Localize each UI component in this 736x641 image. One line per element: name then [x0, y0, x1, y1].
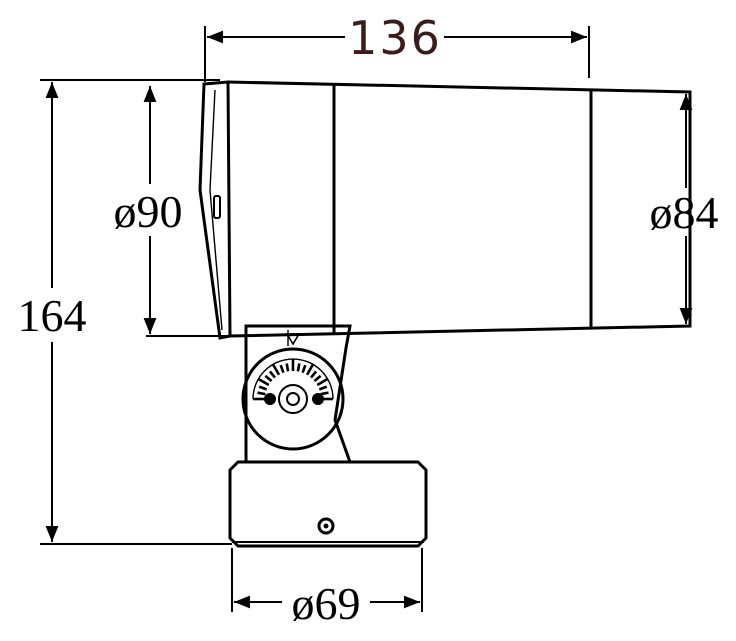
bezel-clip [213, 195, 221, 219]
base-screw [317, 517, 335, 535]
dimension-label-base: ø69 [292, 578, 361, 629]
base-screw-center [323, 523, 329, 529]
scale-tick [296, 363, 301, 372]
scale-tick [264, 374, 273, 383]
scale-tick [301, 364, 307, 374]
scale-tick [271, 363, 281, 376]
body-outline [227, 80, 692, 338]
pivot-bolt [286, 392, 300, 406]
scale-stop-left [264, 393, 276, 405]
base [228, 460, 428, 548]
scale-stop-right [312, 393, 324, 405]
scale-tick [279, 364, 285, 374]
lamp-head [198, 80, 692, 340]
scale-tick [257, 377, 270, 387]
pivot-nut [278, 384, 308, 414]
angle-scale [252, 358, 334, 401]
bracket-outline [244, 324, 352, 463]
dimension-overall-height: 164 [18, 79, 232, 545]
scale-tick [313, 374, 322, 383]
dimension-top-width: 136 [204, 11, 590, 82]
scale-tick [305, 363, 315, 376]
dimension-label-front: ø90 [114, 186, 183, 237]
front-bezel [198, 80, 232, 340]
dimension-label-top: 136 [348, 11, 442, 65]
dimension-rear-diameter: ø84 [650, 94, 719, 324]
angle-indicator-icon [285, 333, 301, 346]
scale-tick [285, 363, 290, 372]
scale-tick [257, 391, 266, 396]
bezel-inner-line [209, 89, 223, 331]
base-outline [228, 460, 428, 548]
scale-tick [309, 370, 318, 379]
scale-tick [320, 391, 329, 396]
scale-tick [268, 370, 277, 379]
scale-tick [316, 377, 329, 387]
mounting-bracket [241, 324, 352, 463]
dimension-front-diameter: ø90 [114, 86, 228, 337]
dimension-base-diameter: ø69 [231, 548, 423, 629]
swivel-disc [241, 347, 345, 451]
dimension-label-height: 164 [18, 290, 87, 341]
scale-tick [258, 385, 268, 391]
dimension-label-rear: ø84 [650, 187, 719, 238]
scale-tick [318, 385, 328, 391]
scale-arc [252, 358, 334, 400]
